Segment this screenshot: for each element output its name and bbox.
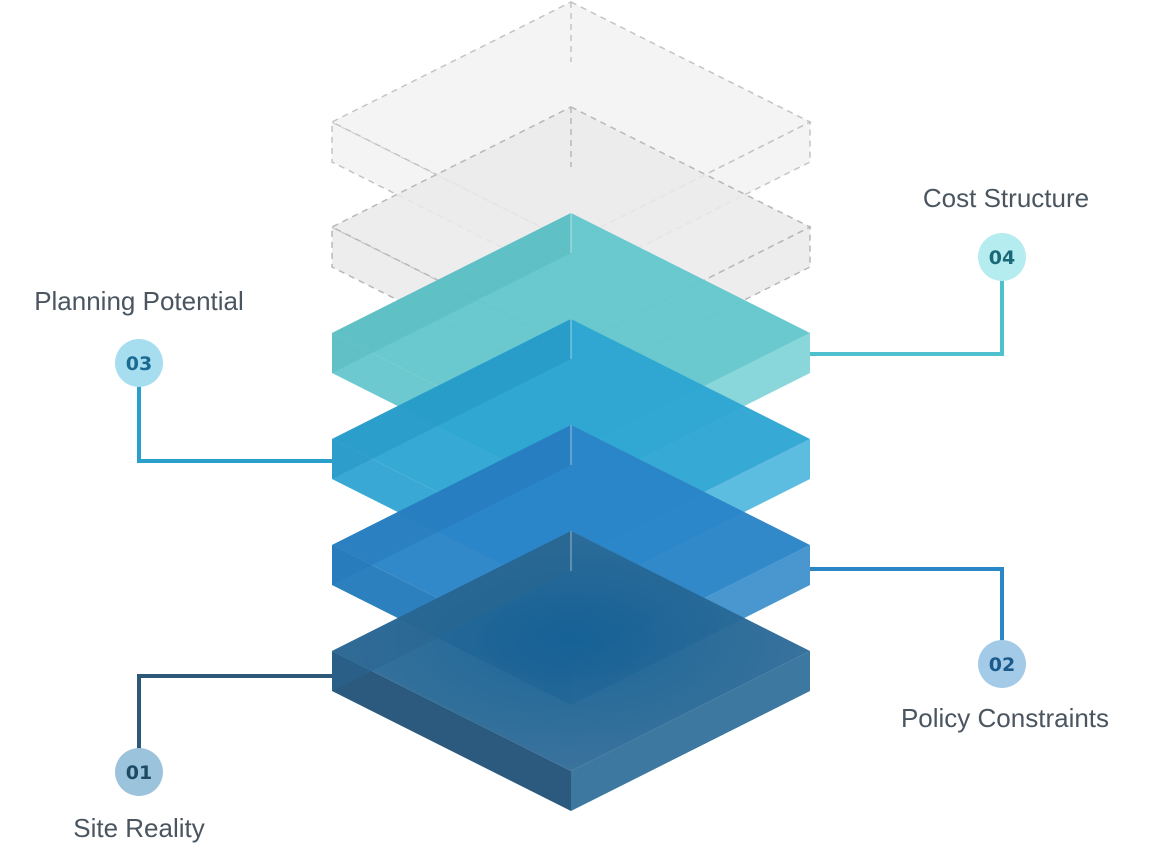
layer-slab-01 bbox=[332, 531, 810, 811]
layer-badge-04: 04 bbox=[978, 233, 1026, 281]
layer-badge-03: 03 bbox=[115, 339, 163, 387]
layer-slabs bbox=[332, 213, 810, 811]
layer-label-03: Planning Potential bbox=[34, 286, 244, 316]
layer-label-04: Cost Structure bbox=[923, 183, 1089, 213]
badge-circle bbox=[115, 339, 163, 387]
slab-back-edge bbox=[332, 213, 571, 373]
layer-label-01: Site Reality bbox=[73, 813, 205, 843]
slab-back-edge bbox=[332, 319, 571, 479]
layer-label-02: Policy Constraints bbox=[901, 703, 1109, 733]
connector-line-04 bbox=[810, 277, 1004, 356]
connector-line-01 bbox=[137, 674, 332, 752]
slab-side-right bbox=[571, 651, 810, 811]
slab-side-left bbox=[332, 651, 571, 811]
slab-back-edge bbox=[332, 425, 571, 585]
connector-line-02 bbox=[810, 567, 1004, 644]
layer-badge-01: 01 bbox=[115, 748, 163, 796]
badge-number: 03 bbox=[126, 353, 152, 375]
badge-number: 04 bbox=[989, 247, 1015, 269]
badge-circle bbox=[115, 748, 163, 796]
layer-badge-02: 02 bbox=[978, 640, 1026, 688]
badge-number: 02 bbox=[989, 654, 1015, 676]
badge-circle bbox=[978, 233, 1026, 281]
connectors bbox=[137, 277, 1004, 752]
connector-line-03 bbox=[137, 383, 332, 463]
badge-circle bbox=[978, 640, 1026, 688]
badge-number: 01 bbox=[126, 762, 152, 784]
slab-back-edge bbox=[332, 531, 571, 691]
